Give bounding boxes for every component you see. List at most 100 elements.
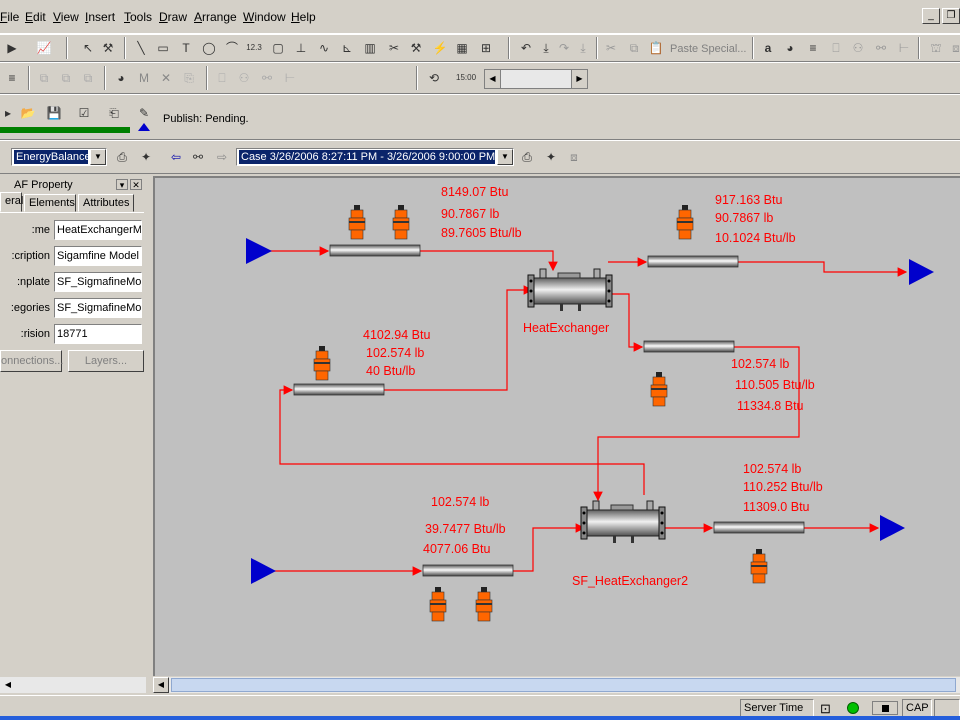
hammer-icon[interactable]: ⚒ — [102, 41, 114, 55]
template-field[interactable]: SF_SigmafineMo — [54, 272, 142, 292]
delete-icon[interactable]: ✕ — [160, 71, 172, 85]
layers-button[interactable]: Layers... — [68, 350, 144, 372]
bar-icon[interactable]: ⊥ — [295, 41, 307, 55]
scroll-right-icon[interactable]: ▶ — [571, 70, 587, 88]
lock-icon[interactable]: ⛫ — [930, 41, 942, 55]
menu-draw[interactable]: Draw — [159, 10, 188, 24]
forward-arrow-icon[interactable]: ⇨ — [216, 150, 228, 164]
symbol-icon[interactable]: ▦ — [456, 41, 468, 55]
menu-tools[interactable]: Tools — [124, 10, 153, 24]
play-icon[interactable]: ▶ — [7, 41, 17, 55]
ungroup2-icon[interactable]: ⚯ — [261, 71, 273, 85]
menu-arrange[interactable]: Arrange — [194, 10, 237, 24]
time-scrollbar[interactable]: ◀ ▶ — [484, 69, 588, 89]
redo-icon[interactable]: ↷ — [558, 41, 570, 55]
properties-icon[interactable]: ⎘ — [184, 71, 194, 85]
chevron-down-icon[interactable]: ▼ — [497, 149, 513, 165]
name-field[interactable]: HeatExchangerM — [54, 220, 142, 240]
categories-field[interactable]: SF_SigmafineMo — [54, 298, 142, 318]
ellipse-icon[interactable]: ◯ — [202, 41, 216, 55]
revision-field[interactable]: 18771 — [54, 324, 142, 344]
menu-file[interactable]: File — [0, 10, 20, 24]
rotate-icon[interactable]: ⊢ — [898, 41, 910, 55]
description-field[interactable]: Sigamfine Model — [54, 246, 142, 266]
tools-icon[interactable]: ⚒ — [410, 41, 422, 55]
grid-icon[interactable]: ⊞ — [480, 41, 492, 55]
paste-special-button[interactable]: Paste Special... — [670, 43, 747, 55]
bar-chart-icon[interactable]: ▥ — [364, 41, 376, 55]
add-model-icon[interactable]: ✦ — [140, 150, 152, 164]
refresh-icon[interactable]: ⟲ — [428, 71, 440, 85]
search-case-icon[interactable]: ⎙ — [522, 150, 532, 164]
download2-icon[interactable]: ⤓ — [580, 41, 586, 55]
align-left-icon[interactable]: ⎕ — [218, 71, 226, 85]
forward-icon[interactable]: ⧉ — [83, 71, 93, 85]
open-folder-icon[interactable]: 📂 — [20, 106, 36, 120]
trend-pen-icon[interactable]: ⚡ — [432, 41, 448, 55]
text-icon[interactable]: T — [182, 41, 190, 55]
copy-icon[interactable]: ⧉ — [629, 41, 639, 55]
front-icon[interactable]: ⧉ — [39, 71, 49, 85]
minimize-icon[interactable]: _ — [922, 8, 940, 24]
rectangle-icon[interactable]: ▭ — [157, 41, 169, 55]
menu-view[interactable]: View — [53, 10, 79, 24]
multistate-icon[interactable]: M — [139, 71, 149, 85]
menu-edit[interactable]: Edit — [25, 10, 46, 24]
search-model-icon[interactable]: ⎙ — [117, 150, 127, 164]
line-style-icon[interactable]: ≡ — [809, 41, 817, 55]
value-icon[interactable]: 12.3 — [246, 43, 262, 52]
cut-icon[interactable]: ✂ — [605, 41, 617, 55]
time-range-icon[interactable]: 15:00 — [456, 73, 477, 82]
tab-general[interactable]: eral — [0, 192, 23, 212]
binoculars-icon[interactable]: ⚯ — [192, 150, 204, 164]
paste-icon[interactable]: 📋 — [648, 41, 664, 55]
diagram-canvas[interactable]: 8149.07 Btu 90.7867 lb 89.7605 Btu/lb 91… — [153, 176, 960, 676]
case-combo[interactable]: Case 3/26/2006 8:27:11 PM - 3/26/2006 9:… — [236, 148, 514, 166]
chart-edit-icon[interactable]: 📈 — [36, 41, 52, 55]
chevron-down-icon[interactable]: ▼ — [90, 149, 106, 165]
panel-scrollbar[interactable]: ◀ — [0, 677, 146, 693]
export-icon[interactable]: ⎗ — [109, 106, 119, 120]
trend-icon[interactable]: ∿ — [318, 41, 330, 55]
back-icon[interactable]: ⧉ — [61, 71, 71, 85]
save-icon[interactable]: 💾 — [46, 106, 62, 120]
sqc-icon[interactable]: ✂ — [388, 41, 400, 55]
font-icon[interactable]: a — [764, 41, 772, 55]
menu-lines-icon[interactable]: ≡ — [8, 71, 16, 85]
arrow-icon[interactable]: ▸ — [4, 106, 12, 120]
model-combo[interactable]: EnergyBalance ▼ — [11, 148, 107, 166]
flip-icon[interactable]: ⊢ — [284, 71, 296, 85]
align-icon[interactable]: ⎕ — [832, 41, 840, 55]
download-icon[interactable]: ⤓ — [543, 41, 549, 55]
canvas-hscrollbar[interactable]: ◀ — [153, 677, 960, 693]
restore-icon[interactable]: ❐ — [942, 8, 960, 24]
menu-window[interactable]: Window — [243, 10, 286, 24]
layer-icon[interactable]: ⧈ — [952, 41, 960, 55]
connections-button[interactable]: onnections... — [0, 350, 63, 372]
xy-plot-icon[interactable]: ⊾ — [341, 41, 353, 55]
pointer-icon[interactable]: ↖ — [82, 41, 94, 55]
button-shape-icon[interactable]: ▢ — [272, 41, 284, 55]
check-icon[interactable]: ☑ — [78, 106, 90, 120]
pin-icon[interactable]: ▾ — [116, 179, 128, 190]
color-wheel-icon[interactable]: ◕ — [786, 41, 794, 55]
publish-icon[interactable]: ✎ — [138, 106, 150, 120]
tab-attributes[interactable]: Attributes — [78, 194, 134, 212]
palette-icon[interactable]: ◕ — [117, 71, 125, 85]
scroll-left-icon[interactable]: ◀ — [153, 677, 169, 693]
scroll-left-icon[interactable]: ◀ — [485, 70, 501, 88]
menu-help[interactable]: Help — [291, 10, 316, 24]
line-icon[interactable]: ╲ — [137, 41, 145, 55]
ungroup-icon[interactable]: ⚯ — [875, 41, 887, 55]
scroll-thumb[interactable] — [171, 678, 956, 692]
scroll-left-icon[interactable]: ◀ — [4, 680, 12, 689]
add-case-icon[interactable]: ✦ — [545, 150, 557, 164]
close-icon[interactable]: ✕ — [130, 179, 142, 190]
menu-insert[interactable]: Insert — [85, 10, 116, 24]
group-icon[interactable]: ⚇ — [852, 41, 864, 55]
back-arrow-icon[interactable]: ⇦ — [170, 150, 182, 164]
group2-icon[interactable]: ⚇ — [238, 71, 250, 85]
save-case-icon[interactable]: ⧈ — [570, 150, 578, 164]
tab-elements[interactable]: Elements — [24, 194, 76, 212]
arc-icon[interactable]: ⌒ — [225, 41, 238, 55]
